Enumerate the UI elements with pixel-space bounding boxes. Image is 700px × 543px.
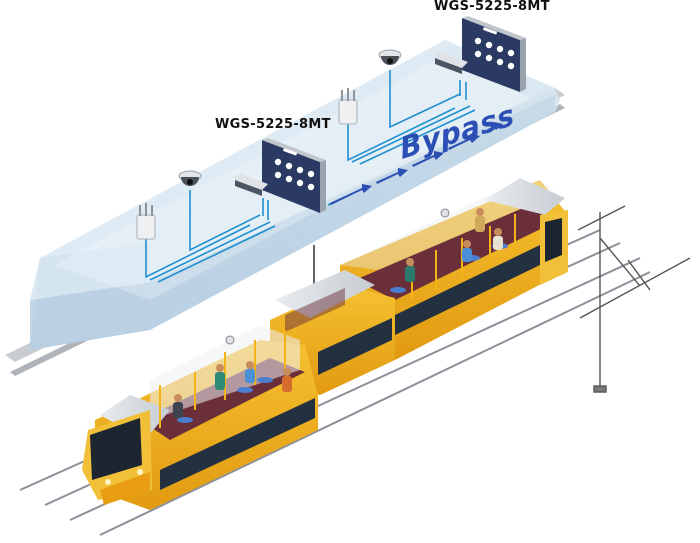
camera-right-icon bbox=[378, 49, 402, 65]
tram-rear-car bbox=[340, 178, 568, 360]
panel-front-face bbox=[30, 95, 555, 350]
media-converter-right bbox=[435, 52, 468, 74]
bypass-arrows bbox=[330, 122, 503, 205]
switch-left bbox=[262, 138, 326, 213]
media-converter-left bbox=[235, 174, 268, 196]
access-point-left-icon bbox=[136, 203, 156, 240]
access-point-right-icon bbox=[338, 88, 358, 125]
tram-front-car bbox=[82, 208, 450, 510]
tram bbox=[82, 178, 568, 510]
switch-right-label: WGS-5225-8MT bbox=[434, 0, 550, 14]
camera-left-icon bbox=[178, 170, 202, 186]
network-links bbox=[145, 70, 476, 283]
switch-right bbox=[462, 16, 526, 92]
switch-left-label: WGS-5225-8MT bbox=[215, 117, 331, 132]
catenary-pole bbox=[577, 205, 691, 393]
